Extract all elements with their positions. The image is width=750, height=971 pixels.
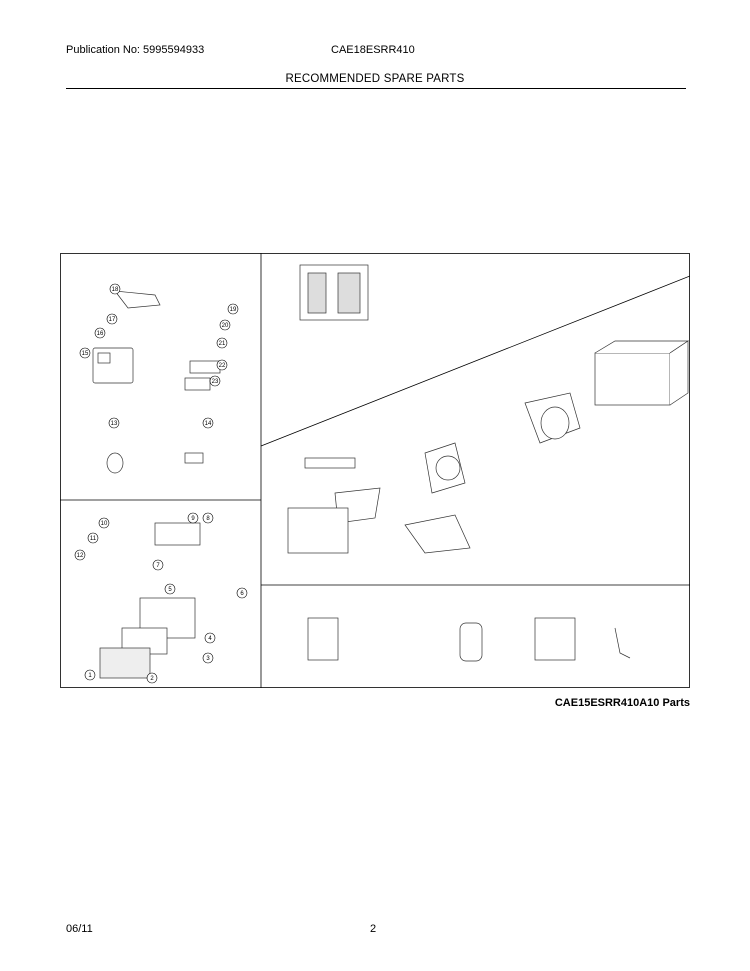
divider-diagonal: [260, 275, 690, 447]
condenser-shroud-opening: [540, 406, 570, 440]
callout-4: [204, 632, 216, 644]
callout-label-17: 17: [109, 317, 116, 323]
callout-5: [164, 583, 176, 595]
compressor-part: [459, 622, 483, 662]
callout-label-21: 21: [219, 341, 226, 347]
callout-6: [236, 587, 248, 599]
callout-2: [146, 672, 158, 684]
front-bulkhead-part: [287, 507, 349, 554]
capacitor-part: [106, 452, 124, 474]
callout-17: [106, 313, 118, 325]
callout-13: [108, 417, 120, 429]
callout-label-23: 23: [212, 379, 219, 385]
callout-label-7: 7: [156, 563, 160, 569]
parts-diagram-svg: 18 17 16 15 13 14 19 20 21 22 23 10 11 1…: [60, 253, 690, 688]
callout-label-22: 22: [219, 363, 226, 369]
callout-label-3: 3: [206, 656, 210, 662]
control-box-window: [97, 352, 111, 364]
callout-label-18: 18: [112, 287, 119, 293]
header-divider: [66, 88, 686, 89]
callout-label-19: 19: [230, 307, 237, 313]
callout-label-13: 13: [111, 421, 118, 427]
callout-14: [202, 417, 214, 429]
control-panel-part: [154, 522, 201, 546]
cabinet-part: [594, 352, 671, 406]
callout-20: [219, 319, 231, 331]
power-cord-plug: [184, 452, 204, 464]
callout-label-4: 4: [208, 636, 212, 642]
callout-label-15: 15: [82, 351, 89, 357]
page-number: 2: [370, 923, 377, 935]
callout-label-14: 14: [205, 421, 212, 427]
blower-housing-opening: [435, 455, 461, 481]
callout-1: [84, 669, 96, 681]
condenser-coil-part: [534, 617, 576, 661]
callout-7: [152, 559, 164, 571]
callout-8: [202, 512, 214, 524]
footer-date: 06/11: [66, 923, 93, 935]
callout-23: [209, 375, 221, 387]
callout-22: [216, 359, 228, 371]
filter-panel-left: [307, 272, 327, 314]
cabinet-side: [669, 340, 689, 406]
model-number: CAE18ESRR410: [331, 44, 415, 56]
callout-11: [87, 532, 99, 544]
diagram-caption: CAE15ESRR410A10 Parts: [554, 697, 690, 709]
relay-part: [184, 377, 211, 391]
callout-label-10: 10: [101, 521, 108, 527]
callout-label-1: 1: [88, 673, 92, 679]
thermistor-part: [189, 360, 221, 374]
callout-9: [187, 512, 199, 524]
callout-15: [79, 347, 91, 359]
exploded-parts-diagram: 18 17 16 15 13 14 19 20 21 22 23 10 11 1…: [60, 253, 690, 688]
diagram-frame: [60, 253, 690, 688]
callout-3: [202, 652, 214, 664]
control-bracket-part: [114, 290, 161, 309]
callout-label-8: 8: [206, 516, 210, 522]
callout-12: [74, 549, 86, 561]
callout-label-12: 12: [77, 553, 84, 559]
page-title: RECOMMENDED SPARE PARTS: [285, 73, 465, 85]
base-pan-part: [404, 514, 471, 554]
evaporator-coil-part: [307, 617, 339, 661]
callout-label-9: 9: [191, 516, 195, 522]
callout-10: [98, 517, 110, 529]
filter-panel-right: [337, 272, 361, 314]
callout-19: [227, 303, 239, 315]
callout-label-2: 2: [150, 676, 154, 682]
capillary-tube-part: [614, 627, 631, 659]
callout-label-11: 11: [90, 536, 97, 542]
callout-label-5: 5: [168, 587, 172, 593]
callout-16: [94, 327, 106, 339]
callout-label-16: 16: [97, 331, 104, 337]
callout-label-6: 6: [240, 591, 244, 597]
front-louver-part: [99, 647, 151, 679]
callout-label-20: 20: [222, 323, 229, 329]
callout-21: [216, 337, 228, 349]
rail-part: [304, 457, 356, 469]
publication-number: Publication No: 5995594933: [66, 44, 205, 56]
callout-18: [109, 283, 121, 295]
